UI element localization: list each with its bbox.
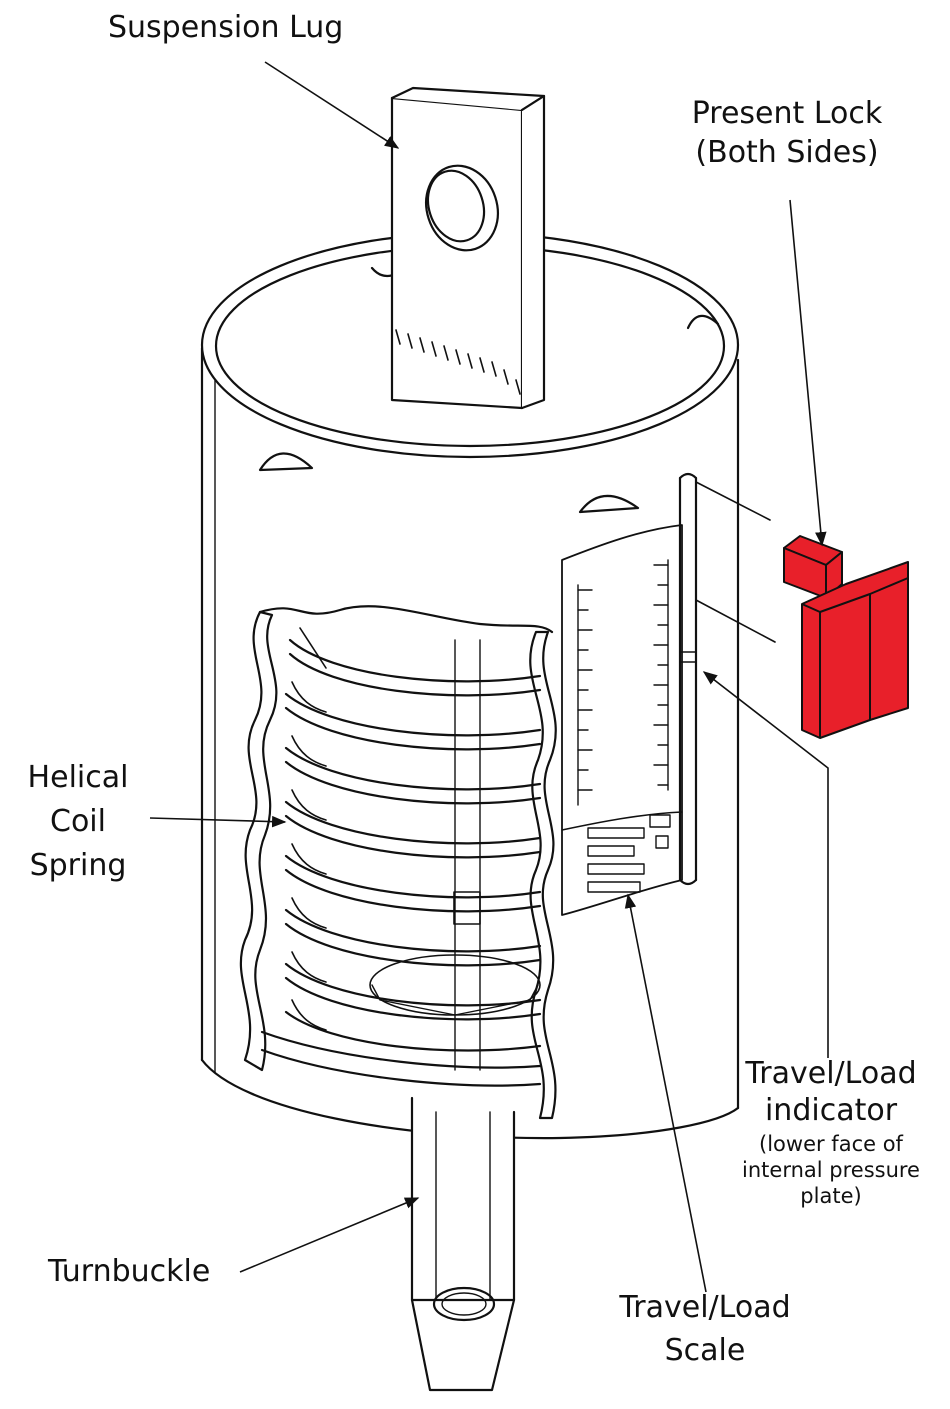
travel-load-scale-plate: [561, 524, 683, 916]
label-indicator-line2: indicator: [764, 1093, 898, 1128]
label-preset-lock-line1: Present Lock: [691, 96, 883, 131]
label-preset-lock-line2: (Both Sides): [695, 135, 879, 170]
suspension-lug: [390, 86, 546, 410]
leader-turnbuckle: [239, 1197, 420, 1273]
label-preset-lock: Present Lock (Both Sides): [676, 96, 898, 170]
label-indicator-note3: plate): [800, 1184, 862, 1208]
label-indicator-note2: internal pressure: [742, 1158, 920, 1182]
leader-travel-load-indicator: [702, 671, 829, 1058]
label-scale-line2: Scale: [664, 1333, 746, 1368]
label-scale-line1: Travel/Load: [619, 1290, 791, 1325]
label-indicator-note1: (lower face of: [759, 1132, 903, 1156]
leader-lines: [149, 61, 829, 1293]
leader-travel-load-scale: [624, 893, 707, 1293]
helical-coil-spring: [284, 627, 542, 1052]
leader-helical-coil-spring: [149, 815, 287, 828]
preset-lock: [783, 535, 909, 739]
label-helical-line3: Spring: [29, 848, 127, 883]
label-travel-load-scale: Travel/Load Scale: [598, 1290, 812, 1368]
indicator-rail: [678, 472, 776, 886]
cutaway-window: [239, 605, 557, 1120]
label-turnbuckle: Turnbuckle: [48, 1254, 211, 1289]
label-indicator-line1: Travel/Load: [745, 1056, 917, 1091]
turnbuckle: [410, 1096, 516, 1392]
label-helical-line2: Coil: [50, 804, 106, 839]
leader-suspension-lug: [264, 61, 400, 149]
label-helical-line1: Helical: [27, 760, 129, 795]
label-travel-load-indicator: Travel/Load indicator (lower face of int…: [726, 1056, 936, 1208]
label-suspension-lug: Suspension Lug: [108, 10, 344, 45]
label-helical-coil-spring: Helical Coil Spring: [14, 756, 142, 888]
leader-preset-lock: [789, 199, 827, 547]
